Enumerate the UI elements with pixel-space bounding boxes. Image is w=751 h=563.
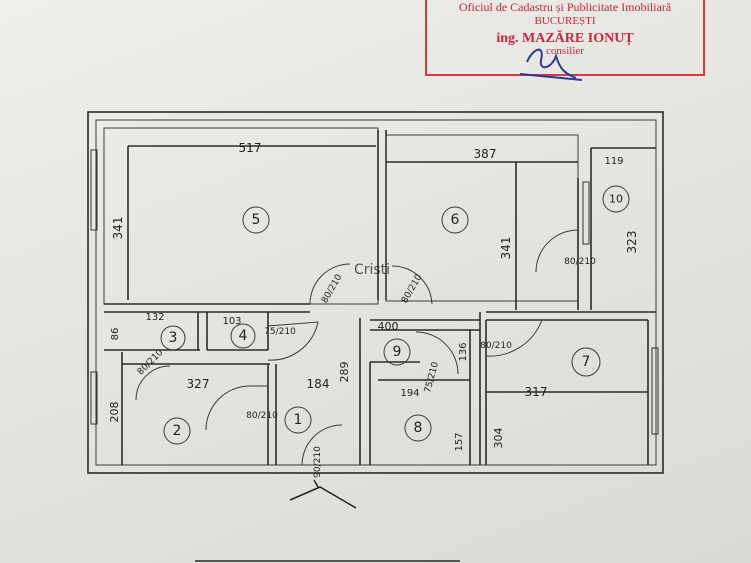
- door-room4-size: 75/210: [264, 327, 296, 337]
- door-entrance-size: 90/210: [313, 446, 323, 478]
- door-room6-size: 80/210: [400, 273, 425, 306]
- room-5-circle: [242, 206, 270, 234]
- room-4-circle: [230, 323, 256, 349]
- dim-room6-height: 341: [499, 237, 513, 260]
- signature: [519, 48, 583, 81]
- room-1-circle: [284, 406, 312, 434]
- dim-room10-width: 119: [604, 156, 623, 167]
- dim-room5-width: 517: [239, 141, 262, 155]
- dim-room3-height: 86: [110, 328, 121, 341]
- room-6-number: 6: [451, 212, 460, 228]
- door-room7-size: 80/210: [480, 341, 512, 351]
- room-6-circle: [441, 206, 469, 234]
- dim-hall9-height: 136: [458, 342, 469, 361]
- entrance-arrow: [289, 479, 357, 509]
- stamp-office: Oficiul de Cadastru și Publicitate Imobi…: [458, 0, 672, 14]
- room-10-circle: [602, 185, 630, 213]
- dim-hall-height: 289: [338, 362, 351, 383]
- room-10-number: 10: [609, 193, 623, 206]
- dim-hall-width: 184: [307, 377, 330, 391]
- dim-room5-height: 341: [111, 217, 125, 240]
- room-5-number: 5: [252, 212, 261, 228]
- room-4-number: 4: [239, 328, 248, 344]
- dim-room7-height: 304: [492, 428, 505, 449]
- room-9-number: 9: [393, 344, 402, 360]
- dim-room2-height: 208: [108, 402, 121, 423]
- room-3-circle: [160, 325, 186, 351]
- watermark-text: Cristi: [354, 262, 390, 278]
- interior-walls: [103, 127, 656, 465]
- room-8-circle: [404, 414, 432, 442]
- room-2-circle: [163, 417, 191, 445]
- stamp-engineer: ing. MAZĂRE IONUȚ: [496, 31, 634, 46]
- room-2-number: 2: [173, 423, 182, 439]
- stamp-city: BUCUREȘTI: [534, 15, 596, 27]
- dim-room8-width: 194: [400, 388, 419, 399]
- dim-room10-height: 323: [625, 231, 639, 254]
- stamp-role: consilier: [546, 45, 584, 57]
- dim-room7-width: 317: [525, 385, 548, 399]
- room-9-circle: [383, 338, 411, 366]
- door-room5-size: 80/210: [320, 273, 345, 306]
- room-1-number: 1: [294, 412, 303, 428]
- room-8-number: 8: [414, 420, 423, 436]
- windows: [90, 149, 659, 435]
- dim-hall9-width: 400: [378, 320, 399, 333]
- dim-room4-width: 103: [222, 316, 241, 327]
- door-room2-size: 80/210: [246, 411, 278, 421]
- inner-wall-line: [95, 119, 657, 466]
- cadastre-stamp: Oficiul de Cadastru și Publicitate Imobi…: [425, 0, 705, 76]
- door-room3-size: 80/210: [136, 348, 166, 378]
- dim-room6-width: 387: [474, 147, 497, 161]
- door-swings: [135, 229, 579, 466]
- dim-room3-width: 132: [145, 312, 164, 323]
- room-7-number: 7: [582, 354, 591, 370]
- dim-room2-width: 327: [187, 377, 210, 391]
- room-3-number: 3: [169, 330, 178, 346]
- dim-room8-height: 157: [454, 432, 465, 451]
- door-room9-size: 75/210: [423, 361, 441, 394]
- door-room10-size: 80/210: [564, 257, 596, 267]
- room-7-circle: [571, 347, 601, 377]
- room-markers: [160, 185, 630, 445]
- outer-wall: [87, 111, 664, 474]
